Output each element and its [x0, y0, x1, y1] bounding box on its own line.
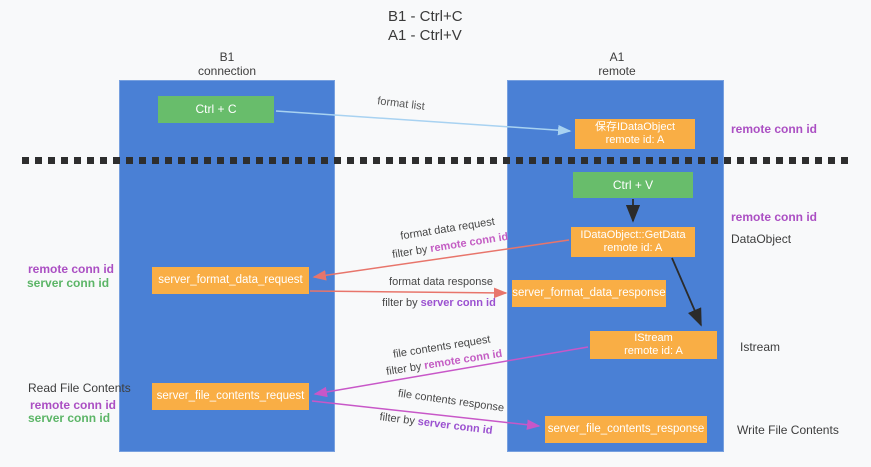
lane-header-b1: B1 connection — [157, 50, 297, 78]
server-format-data-response-label: server_format_data_response — [512, 287, 666, 299]
ctrl-v-box: Ctrl + V — [573, 172, 693, 198]
left-server-conn-id-mid: server conn id — [27, 276, 110, 290]
server-conn-id-text: server conn id — [417, 415, 494, 437]
arrow-format-data-response — [309, 287, 508, 299]
idataobject-getdata-line1: IDataObject::GetData — [580, 229, 686, 241]
filter-by-text: filter by — [378, 411, 416, 428]
istream-box: IStream remote id: A — [590, 331, 717, 359]
read-file-contents-label: Read File Contents — [28, 381, 131, 395]
left-remote-conn-id-mid: remote conn id — [28, 262, 115, 276]
page-title: B1 - Ctrl+C A1 - Ctrl+V — [388, 7, 463, 45]
ctrl-c-box: Ctrl + C — [158, 96, 274, 123]
istream-side-label: Istream — [740, 340, 781, 354]
right-remote-conn-id-top: remote conn id — [731, 122, 818, 136]
server-file-contents-request-label: server_file_contents_request — [156, 390, 305, 402]
lane-header-a1: A1 remote — [547, 50, 687, 78]
server-format-data-request-label: server_format_data_request — [158, 274, 303, 286]
ctrl-c-label: Ctrl + C — [195, 102, 237, 116]
format-data-response-label: format data response — [389, 276, 493, 288]
server-file-contents-response-box: server_file_contents_response — [545, 416, 707, 443]
filter-by-text: filter by — [391, 243, 429, 262]
save-idataobject-line1: 保存IDataObject — [594, 121, 676, 133]
filter-by-text: filter by — [385, 360, 423, 379]
write-file-contents-label: Write File Contents — [737, 423, 839, 437]
server-file-contents-response-label: server_file_contents_response — [547, 423, 705, 435]
idataobject-getdata-line2: remote id: A — [603, 242, 663, 254]
server-format-data-request-box: server_format_data_request — [152, 267, 309, 294]
istream-line2: remote id: A — [624, 345, 683, 357]
save-idataobject-line2: remote id: A — [605, 134, 665, 146]
lane-a1-title: A1 — [609, 50, 625, 64]
server-conn-id-text: server conn id — [420, 297, 496, 309]
server-file-contents-request-box: server_file_contents_request — [152, 383, 309, 410]
left-remote-conn-id-bottom: remote conn id — [30, 398, 117, 412]
file-contents-request-label: file contents request filter byremote co… — [357, 326, 530, 384]
lane-b1-title: B1 — [219, 50, 235, 64]
ctrl-v-label: Ctrl + V — [612, 177, 654, 192]
right-remote-conn-id-mid: remote conn id — [731, 210, 818, 224]
idataobject-getdata-box: IDataObject::GetData remote id: A — [571, 227, 695, 257]
lane-b1-subtitle: connection — [197, 64, 257, 78]
filter-by-text: filter by — [382, 297, 418, 309]
dataobject-label: DataObject — [731, 232, 792, 246]
page-title-line1: B1 - Ctrl+C — [388, 8, 463, 25]
left-server-conn-id-bottom: server conn id — [28, 411, 111, 425]
page-title-line2: A1 - Ctrl+V — [388, 27, 462, 44]
format-list-label: format list — [376, 95, 426, 113]
istream-line1: IStream — [634, 332, 673, 344]
server-format-data-response-box: server_format_data_response — [512, 280, 666, 307]
lane-a1-subtitle: remote — [598, 64, 636, 78]
dashed-divider-line — [22, 157, 848, 164]
save-idataobject-box: 保存IDataObject remote id: A — [575, 119, 695, 149]
